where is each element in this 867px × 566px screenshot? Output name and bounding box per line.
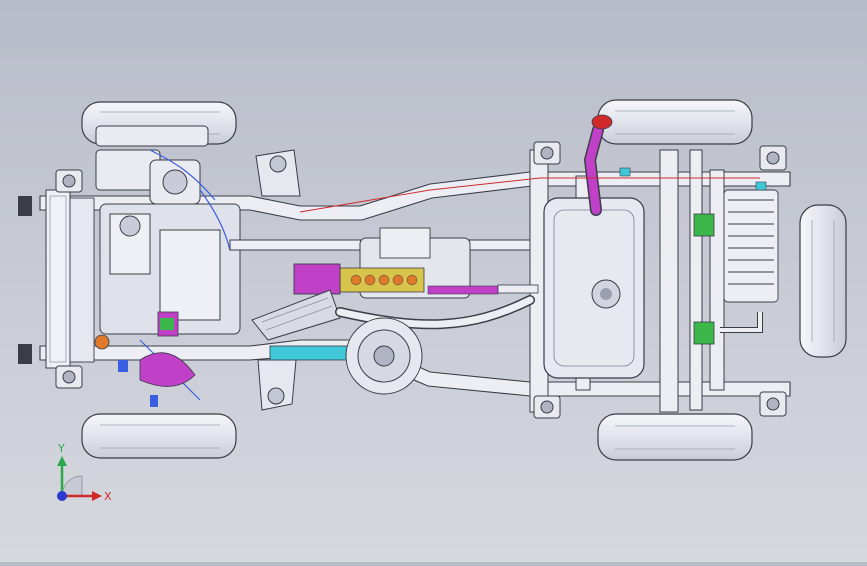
brake-disc (345, 317, 423, 395)
coordinate-triad: Y X (40, 438, 120, 518)
tire-rear-right (597, 413, 753, 461)
rear-leaf-spring (723, 189, 779, 303)
engine-block (95, 125, 241, 335)
x-axis-label: X (104, 490, 112, 503)
rear-bracket-accents (619, 167, 767, 191)
rear-axle (689, 149, 763, 411)
fuel-tank (543, 197, 645, 379)
fuel-filler-neck (583, 114, 613, 216)
radiator (45, 189, 95, 369)
tire-front-right (81, 413, 237, 459)
tow-hooks (18, 196, 32, 364)
spare-tire (799, 204, 847, 358)
rear-mounts (533, 141, 787, 419)
drive-shaft (269, 284, 539, 361)
engine-accents (94, 311, 196, 407)
exhaust-system (251, 289, 535, 341)
coordinate-triad-icon: Y X (57, 442, 112, 503)
front-mounts (55, 169, 83, 389)
front-suspension-towers (255, 149, 301, 411)
transmission (293, 227, 499, 299)
tire-rear-left (597, 99, 753, 145)
y-axis-label: Y (57, 442, 65, 455)
brake-lines (299, 177, 760, 213)
